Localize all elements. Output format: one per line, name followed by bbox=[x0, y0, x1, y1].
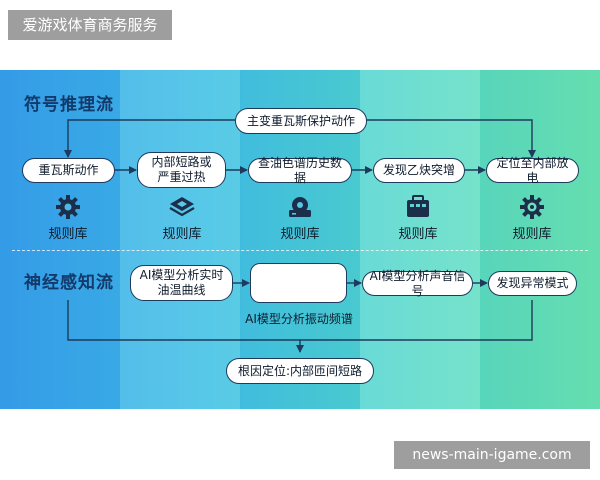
node-oil-chromatography: 查油色谱历史数据 bbox=[248, 156, 352, 185]
node-oil-temperature: AI模型分析实时 油温曲线 bbox=[130, 265, 233, 301]
vibration-spectrum-label: AI模型分析振动频谱 bbox=[245, 312, 353, 326]
band-5 bbox=[480, 70, 600, 409]
section-title-neural: 神经感知流 bbox=[24, 273, 114, 293]
band-1 bbox=[0, 70, 120, 409]
rule-library-label: 规则库 bbox=[162, 227, 202, 242]
node-main-protection: 主变重瓦斯保护动作 bbox=[235, 108, 367, 134]
node-acetylene: 发现乙炔突增 bbox=[373, 158, 465, 183]
rule-library-2: 规则库 bbox=[147, 194, 217, 242]
rule-library-label: 规则库 bbox=[398, 227, 438, 242]
rule-library-label: 规则库 bbox=[512, 227, 552, 242]
rule-library-label: 规则库 bbox=[48, 227, 88, 242]
node-vibration-spectrum bbox=[250, 263, 347, 303]
node-short-circuit: 内部短路或 严重过热 bbox=[137, 152, 226, 188]
rule-library-1: 规则库 bbox=[33, 194, 103, 242]
disk-icon bbox=[289, 197, 311, 217]
node-root-cause: 根因定位:内部匝间短路 bbox=[226, 358, 374, 384]
node-anomaly: 发现异常模式 bbox=[488, 271, 577, 296]
gear-icon bbox=[56, 195, 80, 219]
band-4 bbox=[360, 70, 480, 409]
node-heavy-gas: 重瓦斯动作 bbox=[22, 158, 115, 183]
rule-library-label: 规则库 bbox=[280, 227, 320, 242]
flow-diagram: 符号推理流 神经感知流 主变重瓦斯保护动作 重瓦斯动作 内部短路或 严重过热 查… bbox=[0, 70, 600, 409]
node-discharge: 定位至内部放电 bbox=[486, 156, 579, 185]
layers-icon bbox=[169, 197, 195, 217]
watermark-top: 爱游戏体育商务服务 bbox=[8, 10, 172, 40]
rule-library-3: 规则库 bbox=[265, 194, 335, 242]
watermark-bottom: news-main-igame.com bbox=[394, 441, 590, 469]
rule-library-5: 规则库 bbox=[497, 194, 567, 242]
section-title-symbolic: 符号推理流 bbox=[24, 95, 114, 115]
section-divider bbox=[12, 250, 588, 251]
rule-library-4: 规则库 bbox=[383, 194, 453, 242]
node-sound-signal: AI模型分析声音信号 bbox=[362, 269, 473, 298]
toolbox-icon bbox=[407, 195, 429, 217]
band-2 bbox=[120, 70, 240, 409]
cog-icon bbox=[520, 195, 544, 219]
